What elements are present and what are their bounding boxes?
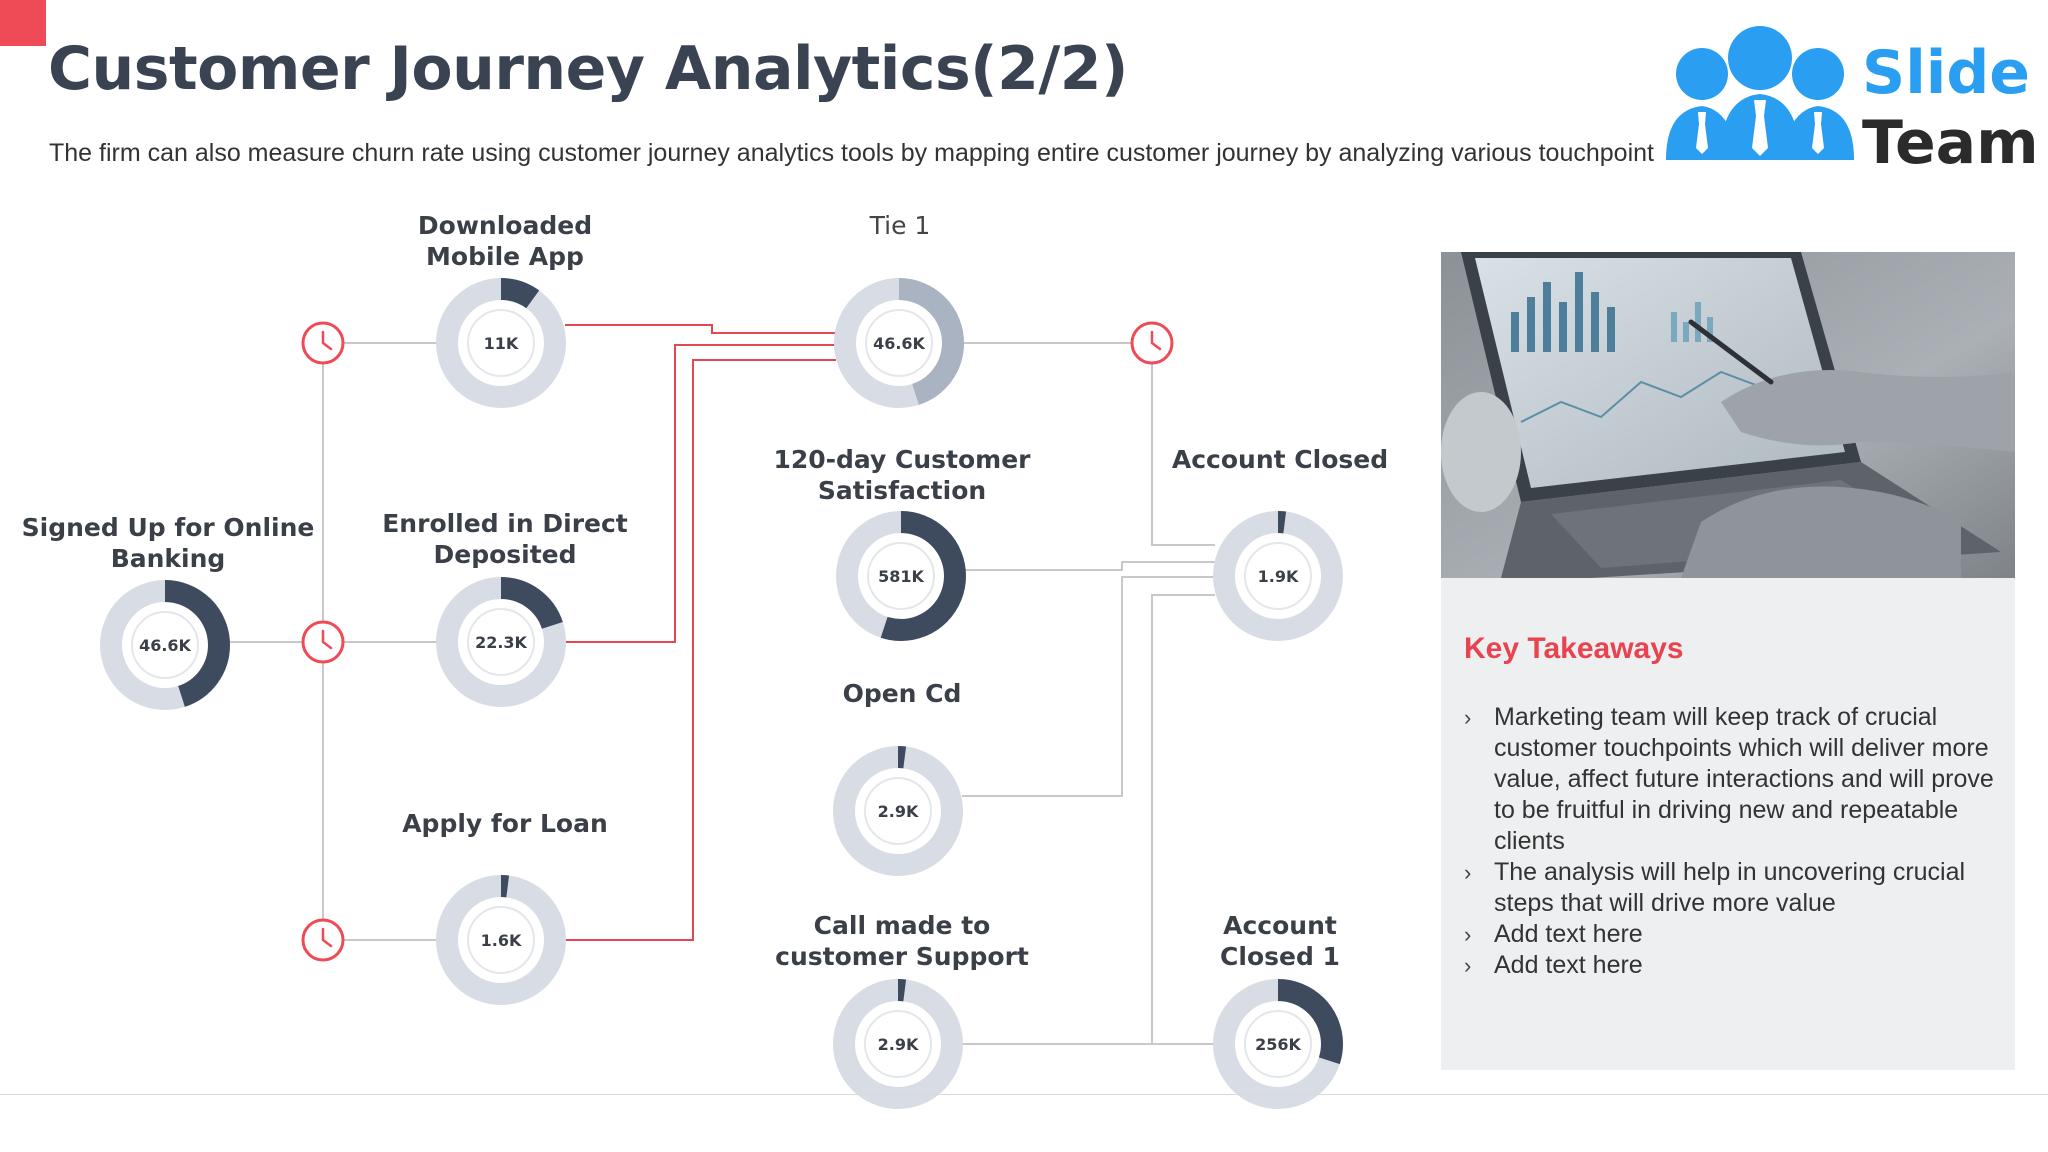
donut-segment	[100, 580, 230, 710]
donut-hole	[867, 542, 935, 610]
takeaway-item: ›Add text here	[1464, 920, 1643, 948]
donut-hole	[467, 906, 535, 974]
flow-line-red	[565, 359, 836, 941]
label-open-cd: Open Cd	[842, 679, 962, 708]
flow-line-red	[565, 344, 836, 643]
donut-value-signed-up: 46.6K	[139, 636, 191, 655]
donut-value-tie-1: 46.6K	[873, 334, 925, 353]
connector-line	[962, 594, 1215, 1045]
people-icon	[1666, 26, 1854, 160]
slideteam-logo: Slide Team	[1660, 20, 2040, 180]
donut-value-downloaded-app: 11K	[484, 334, 519, 353]
donut-value-customer-satisfaction: 581K	[878, 567, 924, 586]
chevron-right-icon: ›	[1464, 953, 1472, 978]
label-downloaded-app: Downloaded Mobile App	[417, 211, 593, 271]
donut-hole	[864, 777, 932, 845]
donut-segment	[436, 875, 566, 1005]
label-enrolled-direct: Enrolled in Direct Deposited	[382, 509, 628, 569]
donut-segment	[836, 511, 966, 641]
donut-segment	[1213, 511, 1343, 641]
donut-hole	[865, 309, 933, 377]
takeaway-item: ›Marketing team will keep track of cruci…	[1464, 703, 1994, 855]
label-signed-up: Signed Up for Online Banking	[21, 513, 315, 573]
chevron-right-icon: ›	[1464, 860, 1472, 885]
corner-accent	[0, 0, 46, 46]
page-subtitle: The firm can also measure churn rate usi…	[49, 139, 1807, 167]
clock-hands	[1150, 330, 1162, 351]
takeaway-item: ›The analysis will help in uncovering cr…	[1464, 858, 1966, 917]
clock-hands	[321, 330, 333, 351]
donut-segment	[833, 746, 963, 876]
page-title: Customer Journey Analytics(2/2)	[48, 34, 1128, 104]
flow-line-red	[565, 324, 836, 334]
donut-hole	[1244, 542, 1312, 610]
donut-value-account-closed: 1.9K	[1258, 567, 1299, 586]
logo-text-slide: Slide	[1862, 38, 2030, 108]
key-takeaways-panel: Key Takeaways ›Marketing team will keep …	[1441, 578, 2015, 1070]
chevron-right-icon: ›	[1464, 922, 1472, 947]
key-takeaways-title: Key Takeaways	[1464, 632, 1684, 665]
donut-segment	[1213, 979, 1343, 1109]
donut-value-open-cd: 2.9K	[878, 802, 919, 821]
chevron-right-icon: ›	[1464, 705, 1472, 730]
label-apply-loan: Apply for Loan	[402, 809, 608, 838]
donut-segment	[436, 278, 566, 408]
label-account-closed-1: Account Closed 1	[1220, 911, 1340, 971]
donut-value-enrolled-direct: 22.3K	[475, 633, 527, 652]
donut-segment	[436, 577, 566, 707]
donut-segment	[834, 278, 964, 408]
connector-line	[962, 561, 1215, 571]
donut-hole	[1244, 1010, 1312, 1078]
donut-value-account-closed-1: 256K	[1255, 1035, 1301, 1054]
donut-hole	[131, 611, 199, 679]
clock-hands	[321, 629, 333, 650]
footer-divider	[0, 1094, 2048, 1095]
donut-value-apply-loan: 1.6K	[481, 931, 522, 950]
donut-hole	[864, 1010, 932, 1078]
label-customer-satisfaction: 120-day Customer Satisfaction	[773, 445, 1031, 505]
laptop-analytics-photo	[1441, 252, 2015, 578]
label-call-support: Call made to customer Support	[775, 911, 1029, 971]
donut-value-call-support: 2.9K	[878, 1035, 919, 1054]
donut-hole	[467, 309, 535, 377]
takeaway-item: ›Add text here	[1464, 951, 1643, 979]
label-account-closed: Account Closed	[1171, 445, 1389, 474]
connector-line	[962, 576, 1215, 797]
logo-text-team: Team	[1862, 108, 2039, 178]
clock-hands	[321, 927, 333, 948]
donut-hole	[467, 608, 535, 676]
donut-segment	[833, 979, 963, 1109]
key-takeaways-list: ›Marketing team will keep track of cruci…	[1464, 702, 1994, 981]
label-tie-1: Tie 1	[869, 211, 931, 240]
connector-line	[1151, 343, 1215, 546]
